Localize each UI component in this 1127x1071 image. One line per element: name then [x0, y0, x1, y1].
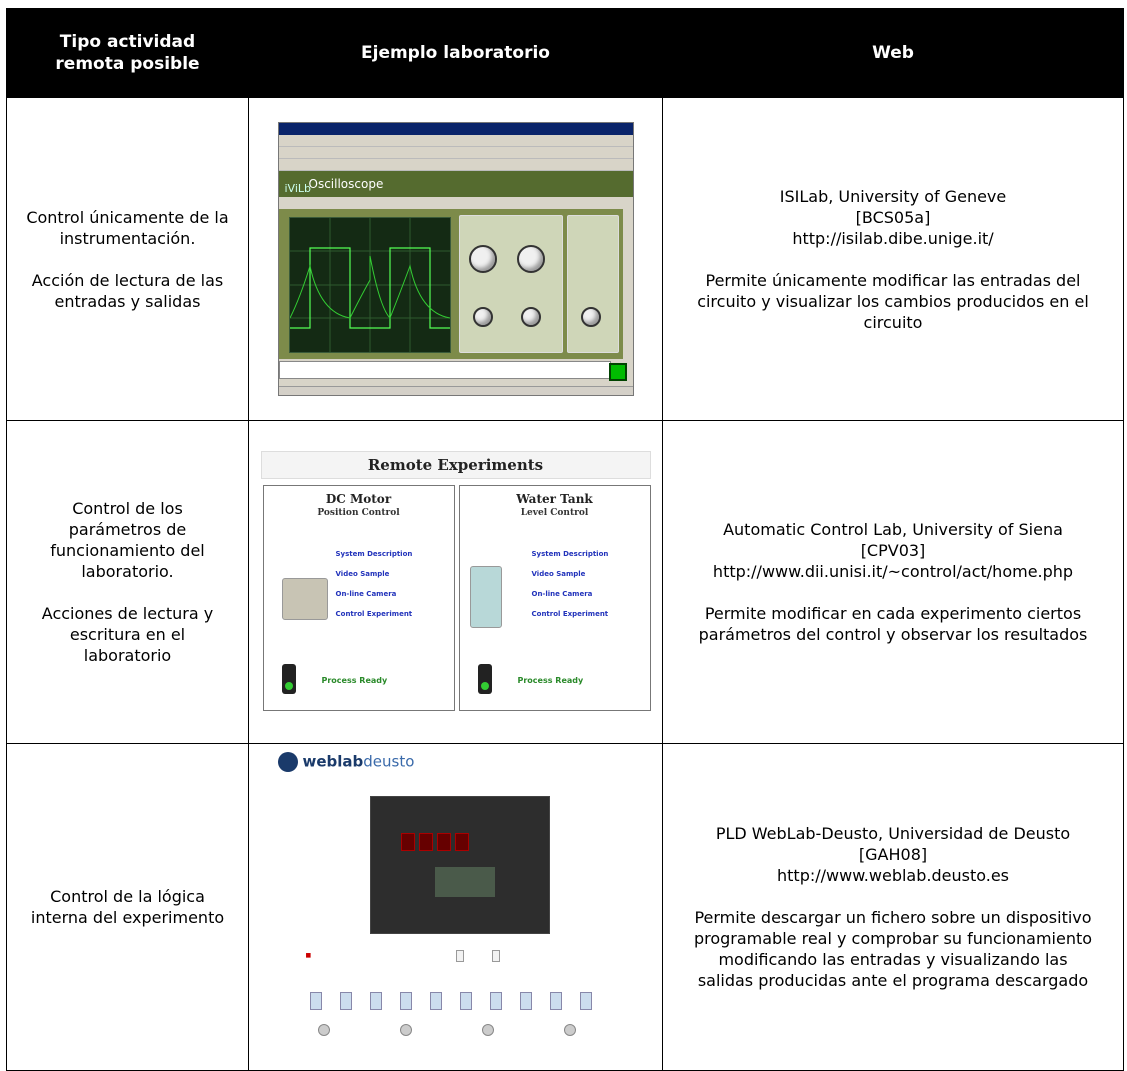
fpga-board-photo	[369, 796, 550, 934]
lab-description: Permite modificar en cada experimento ci…	[698, 604, 1088, 644]
example-cell: Remote Experiments DC Motor Position Con…	[248, 420, 663, 744]
type-text: Acción de lectura de las entradas y sali…	[31, 270, 224, 311]
type-cell: Control de los parámetros de funcionamie…	[6, 420, 249, 744]
link-video-sample[interactable]: Video Sample	[335, 570, 390, 578]
link-system-description[interactable]: System Description	[335, 550, 413, 558]
weblab-logo: weblabdeusto	[277, 752, 414, 772]
weblab-screenshot: weblabdeusto ■	[265, 746, 646, 1068]
type-text: Control de la lógica interna del experim…	[30, 887, 225, 927]
status-bar	[278, 361, 611, 379]
dc-motor-panel: DC Motor Position Control System Descrip…	[262, 485, 455, 711]
link-online-camera[interactable]: On-line Camera	[531, 590, 593, 598]
lab-description: Permite únicamente modificar las entrada…	[697, 270, 1089, 332]
type-cell: Control de la lógica interna del experim…	[6, 743, 249, 1071]
scope-screen	[288, 217, 451, 353]
lab-name: Automatic Control Lab, University of Sie…	[723, 520, 1063, 539]
link-system-description[interactable]: System Description	[531, 550, 609, 558]
traffic-light-icon	[477, 664, 492, 694]
push-button[interactable]	[481, 1024, 494, 1038]
switch[interactable]	[339, 992, 352, 1010]
traffic-light-icon	[281, 664, 296, 694]
table-row: Control de los parámetros de funcionamie…	[6, 420, 1124, 744]
switch[interactable]	[309, 992, 322, 1010]
link-control-experiment[interactable]: Control Experiment	[531, 610, 609, 618]
header-row: Tipo actividad remota posible Ejemplo la…	[6, 8, 1124, 98]
link-control-experiment[interactable]: Control Experiment	[335, 610, 413, 618]
run-indicator	[608, 363, 627, 381]
header-type: Tipo actividad remota posible	[6, 8, 249, 98]
table-row: Control únicamente de la instrumentación…	[6, 97, 1124, 421]
push-button[interactable]	[563, 1024, 576, 1038]
switch[interactable]	[489, 992, 502, 1010]
lab-url: http://www.weblab.deusto.es	[777, 866, 1009, 885]
example-cell: weblabdeusto ■	[248, 743, 663, 1071]
lab-url: http://isilab.dibe.unige.it/	[792, 228, 994, 248]
push-button[interactable]	[317, 1024, 330, 1038]
rex-title: Remote Experiments	[260, 451, 651, 479]
web-cell: PLD WebLab-Deusto, Universidad de Deusto…	[662, 743, 1124, 1071]
switch[interactable]	[579, 992, 592, 1010]
link-video-sample[interactable]: Video Sample	[531, 570, 586, 578]
push-button[interactable]	[399, 1024, 412, 1038]
action-button[interactable]	[491, 950, 500, 962]
action-button[interactable]	[455, 950, 464, 962]
web-cell: ISILab, University of Geneve [BCS05a] ht…	[662, 97, 1124, 421]
water-tank-panel: Water Tank Level Control System Descript…	[458, 485, 651, 711]
remote-experiments-screenshot: Remote Experiments DC Motor Position Con…	[260, 451, 651, 713]
link-online-camera[interactable]: On-line Camera	[335, 590, 397, 598]
lab-ref: [GAH08]	[858, 845, 928, 864]
switch[interactable]	[369, 992, 382, 1010]
switch[interactable]	[399, 992, 412, 1010]
lab-ref: [BCS05a]	[855, 207, 931, 227]
comparison-table: Tipo actividad remota posible Ejemplo la…	[6, 8, 1124, 1071]
lab-url: http://www.dii.unisi.it/~control/act/hom…	[712, 562, 1074, 581]
motor-photo	[281, 578, 328, 620]
header-example: Ejemplo laboratorio	[248, 8, 663, 98]
type-cell: Control únicamente de la instrumentación…	[6, 97, 249, 421]
switch[interactable]	[519, 992, 532, 1010]
lab-name: ISILab, University of Geneve	[779, 186, 1007, 206]
type-text: Control de los parámetros de funcionamie…	[50, 499, 205, 581]
type-text: Control únicamente de la instrumentación…	[26, 207, 229, 248]
header-web: Web	[662, 8, 1124, 98]
lab-ref: [CPV03]	[860, 541, 926, 560]
lab-description: Permite descargar un fichero sobre un di…	[693, 908, 1093, 990]
osc-title: Oscilloscope	[308, 177, 384, 191]
tank-photo	[469, 566, 502, 628]
switch[interactable]	[429, 992, 442, 1010]
lab-name: PLD WebLab-Deusto, Universidad de Deusto	[715, 824, 1071, 843]
switch[interactable]	[459, 992, 472, 1010]
type-text: Acciones de lectura y escritura en el la…	[41, 604, 214, 665]
web-cell: Automatic Control Lab, University of Sie…	[662, 420, 1124, 744]
switch[interactable]	[549, 992, 562, 1010]
table-row: Control de la lógica interna del experim…	[6, 743, 1124, 1071]
